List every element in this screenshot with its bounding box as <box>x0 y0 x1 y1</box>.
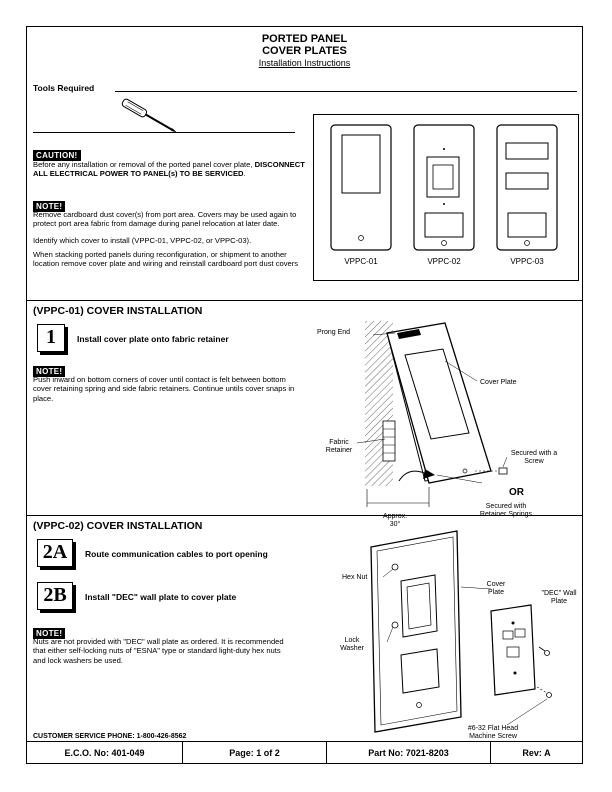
model-label-3: VPPC-03 <box>510 257 544 266</box>
model-label-1: VPPC-01 <box>344 257 378 266</box>
note-badge-2: NOTE! <box>33 366 66 377</box>
callout-flat-head-screw: #6-32 Flat Head Machine Screw <box>467 725 519 740</box>
callout-secured-springs: Secured with Retainer Springs <box>479 503 533 518</box>
customer-service-phone: CUSTOMER SERVICE PHONE: 1-800-426-8562 <box>33 733 187 740</box>
callout-hex-nut: Hex Nut <box>342 574 368 581</box>
step-2a-box: 2A <box>37 539 73 567</box>
note-badge-3: NOTE! <box>33 628 66 639</box>
step-1-text: Install cover plate onto fabric retainer <box>77 334 229 344</box>
footer-page: Page: 1 of 2 <box>183 742 327 764</box>
caution-badge: CAUTION! <box>33 150 81 161</box>
callout-prong-end: Prong End <box>317 329 351 336</box>
note1-p3: When stacking ported panels during recon… <box>33 250 299 269</box>
page-frame: PORTED PANEL COVER PLATES Installation I… <box>26 26 583 764</box>
section1-heading: (VPPC-01) COVER INSTALLATION <box>33 305 203 317</box>
section2-heading: (VPPC-02) COVER INSTALLATION <box>33 520 203 532</box>
step-2b-box: 2B <box>37 582 73 610</box>
callout-approx: Approx. <box>382 513 408 520</box>
caution-text: Before any installation or removal of th… <box>33 160 305 179</box>
note1-p1: Remove cardboard dust cover(s) from port… <box>33 210 297 229</box>
footer-part: Part No: 7021-8203 <box>327 742 491 764</box>
step-1-box: 1 <box>37 324 65 352</box>
callout-lock-washer: Lock Washer <box>340 637 364 652</box>
section1-note: Push inward on bottom corners of cover u… <box>33 375 295 403</box>
tools-underline <box>33 132 295 133</box>
cover-models-figure <box>330 124 558 251</box>
callout-dec-wall-plate: "DEC" Wall Plate <box>541 590 577 605</box>
step-2b-text: Install "DEC" wall plate to cover plate <box>85 592 237 602</box>
subtitle: Installation Instructions <box>258 58 351 68</box>
section-divider-2 <box>27 515 582 516</box>
section-divider-1 <box>27 300 582 301</box>
footer-rev: Rev: A <box>522 748 551 758</box>
callout-angle: 30° <box>389 521 401 528</box>
step-2a-text: Route communication cables to port openi… <box>85 549 268 559</box>
note1-p2: Identify which cover to install (VPPC-01… <box>33 236 252 245</box>
callout-cover-plate-1: Cover Plate <box>480 379 517 386</box>
title-line-2: COVER PLATES <box>262 45 347 57</box>
tools-rule <box>115 91 577 92</box>
section2-note: Nuts are not provided with "DEC" wall pl… <box>33 637 284 665</box>
tools-label: Tools Required <box>33 83 95 93</box>
note-badge-1: NOTE! <box>33 201 66 212</box>
screwdriver-icon <box>121 98 177 133</box>
cover-models-box: VPPC-01 VPPC-02 VPPC-03 <box>313 114 579 281</box>
or-label: OR <box>509 487 524 498</box>
callout-fabric-retainer: Fabric Retainer <box>325 439 353 454</box>
model-label-2: VPPC-02 <box>427 257 461 266</box>
title-line-1: PORTED PANEL <box>261 33 348 45</box>
callout-secured-screw: Secured with a Screw <box>510 450 558 465</box>
callout-cover-plate-2: Cover Plate <box>486 581 506 596</box>
cover-install-diagram <box>356 321 508 507</box>
dec-plate-diagram <box>370 530 552 733</box>
footer-eco: E.C.O. No: 401-049 <box>27 742 183 764</box>
footer-bar: E.C.O. No: 401-049 Page: 1 of 2 Part No:… <box>27 741 582 764</box>
